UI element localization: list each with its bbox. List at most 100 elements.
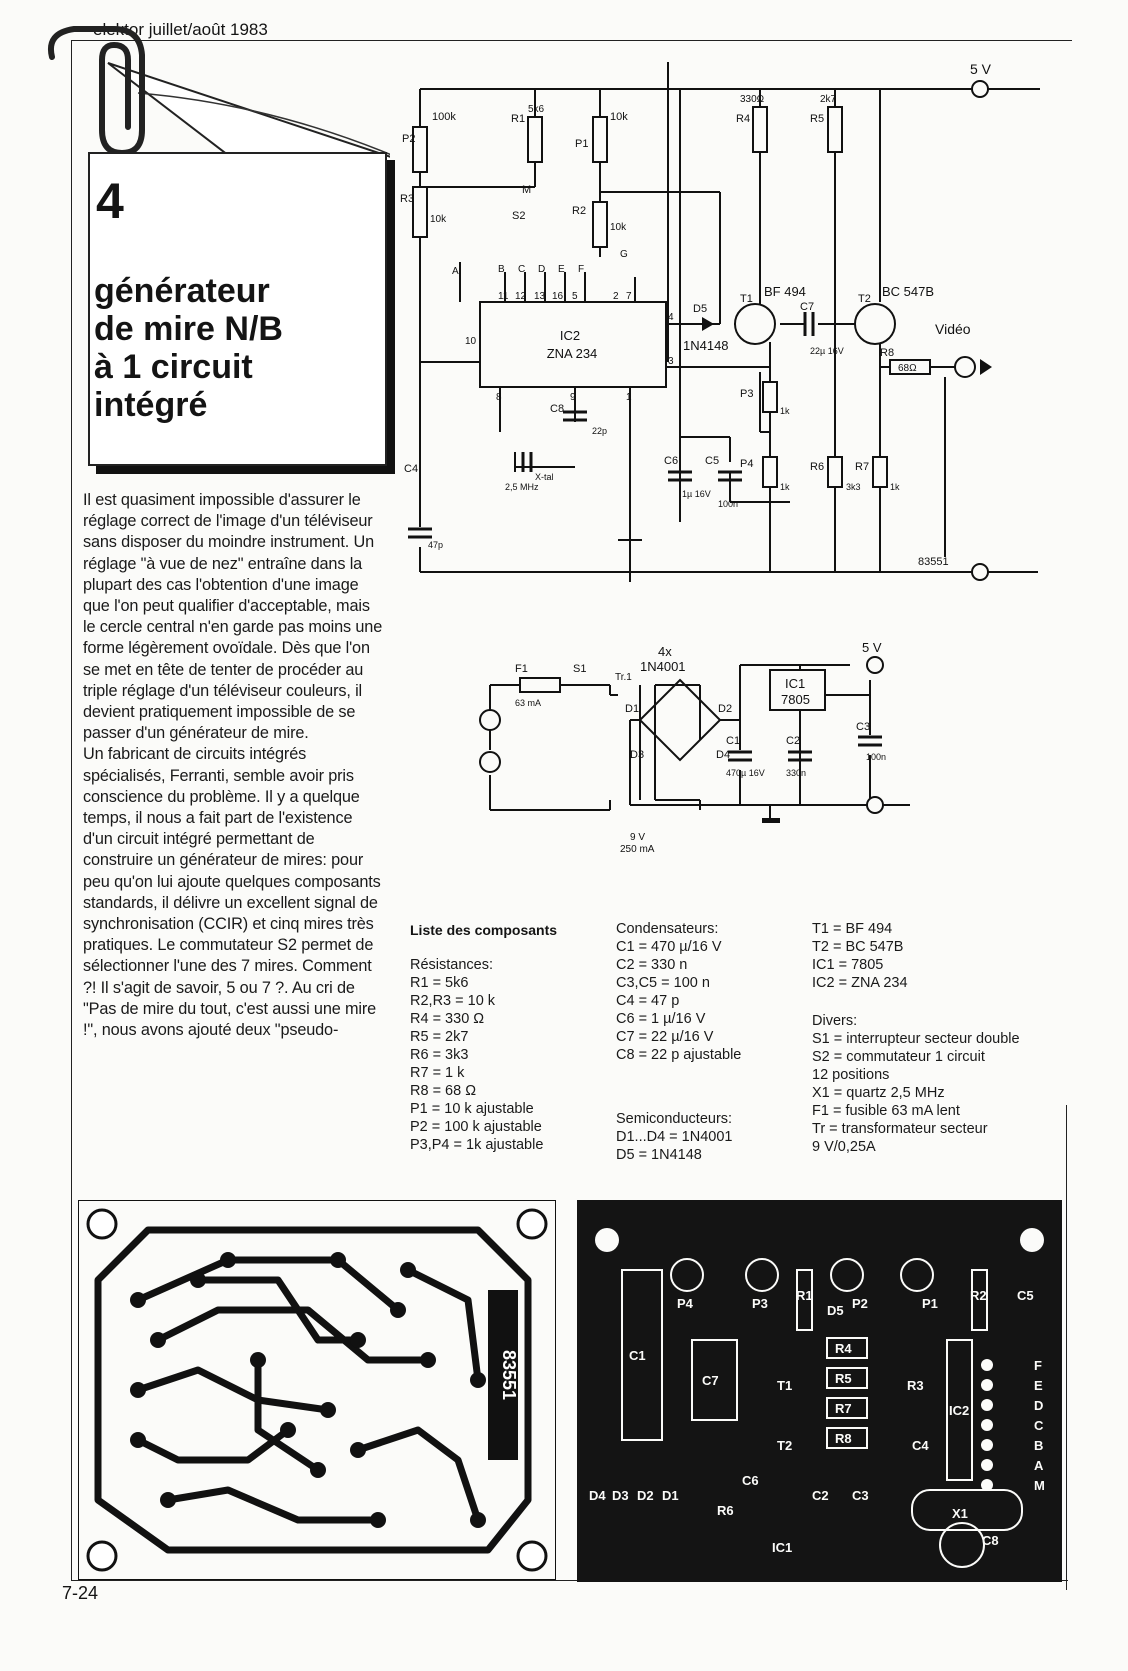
pcb-label-c1: C1: [629, 1348, 646, 1363]
pcb-component-layout: P4 P3 P2 P1 R1 R2 D5 C5 C1 C7 T1 T2 R4 R…: [577, 1200, 1062, 1582]
article-title-line-3: à 1 circuit: [94, 348, 253, 386]
r6-ref: R6: [810, 461, 824, 473]
ic1-type: 7805: [781, 692, 810, 707]
pcb-label-r6: R6: [717, 1503, 734, 1518]
video-output-jack-icon: [954, 356, 976, 378]
c7-value: 22µ 16V: [810, 346, 844, 356]
transistor-t1-icon: [734, 303, 776, 345]
pin-5: 5: [572, 291, 578, 302]
left-margin-rule: [71, 40, 72, 1580]
pin-1: 1: [626, 392, 632, 403]
pcb-label-r8: R8: [835, 1431, 852, 1446]
s2-ref: S2: [512, 210, 525, 222]
parts-col-semiconductors: Semiconducteurs: D1...D4 = 1N4001 D5 = 1…: [616, 1110, 732, 1164]
p4-ref: P4: [740, 458, 753, 470]
parts-line: R8 = 68 Ω: [410, 1083, 477, 1099]
pcb-label-d3: D3: [612, 1488, 629, 1503]
pcb-label-c7: C7: [702, 1373, 719, 1388]
parts-line: R4 = 330 Ω: [410, 1011, 485, 1027]
pcb-label-r7: R7: [835, 1401, 852, 1416]
pcb-switch-e: E: [1034, 1378, 1043, 1393]
p1-value: 10k: [610, 111, 628, 123]
d5-value: 1N4148: [683, 338, 729, 353]
f1-value: 63 mA: [515, 698, 541, 708]
pcb-label-c4: C4: [912, 1438, 929, 1453]
c3-ref: C3: [856, 721, 870, 733]
parts-line: IC1 = 7805: [812, 957, 884, 973]
parts-line: S2 = commutateur 1 circuit: [812, 1049, 985, 1065]
fold-crease: [137, 92, 390, 156]
parts-line: C8 = 22 p ajustable: [616, 1047, 742, 1063]
pcb-switch-m: M: [1034, 1478, 1045, 1493]
right-margin-rule: [1066, 1105, 1067, 1590]
pcb-label-p3: P3: [752, 1296, 768, 1311]
parts-line: S1 = interrupteur secteur double: [812, 1031, 1020, 1047]
pcb-switch-c: C: [1034, 1418, 1044, 1433]
c6-value: 1µ 16V: [682, 489, 711, 499]
article-body: Il est quasiment impossible d'assurer le…: [83, 490, 383, 1041]
r8-value: 68Ω: [898, 363, 917, 374]
c6-ref: C6: [664, 455, 678, 467]
parts-line: Résistances:: [410, 957, 494, 973]
article-title-line-4: intégré: [94, 386, 208, 424]
pcb-switch-f: F: [1034, 1358, 1042, 1373]
pin-3: 3: [668, 356, 674, 367]
r7-value: 1k: [890, 482, 900, 492]
r5-value: 2k7: [820, 94, 837, 105]
ic2-label: IC2: [560, 328, 580, 343]
ic1-label: IC1: [785, 676, 805, 691]
pcb-label-d1: D1: [662, 1488, 679, 1503]
parts-line: 12 positions: [812, 1067, 890, 1083]
supply-terminal-icon: [866, 656, 884, 674]
switch-pos-d: D: [538, 264, 545, 275]
pin-13: 13: [534, 291, 546, 302]
switch-pos-c: C: [518, 264, 525, 275]
mount-hole-icon: [516, 1540, 548, 1572]
pcb-label-p2: P2: [852, 1296, 868, 1311]
pin-10: 10: [465, 336, 477, 347]
p3-value: 1k: [780, 406, 790, 416]
supply-label: 5 V: [970, 62, 992, 77]
r5-ref: R5: [810, 113, 824, 125]
pcb-label-t1: T1: [777, 1378, 792, 1393]
bridge-type: 1N4001: [640, 659, 686, 674]
pcb-switch-b: B: [1034, 1438, 1043, 1453]
header-rule: [72, 40, 1072, 41]
switch-pos-m: M: [522, 184, 531, 196]
paperclip-icon: [48, 26, 145, 157]
r2-ref: R2: [572, 205, 586, 217]
pin-8: 8: [496, 392, 502, 403]
pcb-switch-d: D: [1034, 1398, 1043, 1413]
parts-line: R7 = 1 k: [410, 1065, 465, 1081]
r1-ref: R1: [511, 113, 525, 125]
xtal-value: 2,5 MHz: [505, 482, 539, 492]
pcb-label-p4: P4: [677, 1296, 694, 1311]
parts-line: P3,P4 = 1k ajustable: [410, 1137, 544, 1153]
diode-d5-icon: [702, 317, 714, 331]
body-paragraph-1: Il est quasiment impossible d'assurer le…: [83, 491, 383, 743]
pcb-label-r3: R3: [907, 1378, 924, 1393]
parts-line: C1 = 470 µ/16 V: [616, 939, 722, 955]
pin-16: 16: [552, 291, 564, 302]
parts-line: D5 = 1N4148: [616, 1147, 702, 1163]
t1-value: BF 494: [764, 284, 806, 299]
pin-12: 12: [515, 291, 527, 302]
pcb-label-c6: C6: [742, 1473, 759, 1488]
c5-value: 100n: [718, 499, 738, 509]
parts-line: R2,R3 = 10 k: [410, 993, 496, 1009]
parts-line: C2 = 330 n: [616, 957, 688, 973]
regulator-ic1-icon: [769, 669, 826, 711]
c3-value: 100n: [866, 752, 886, 762]
t2-ref: T2: [858, 293, 871, 305]
pcb-label-c8: C8: [982, 1533, 999, 1548]
output-arrow-icon: [980, 359, 992, 375]
pcb-label-t2: T2: [777, 1438, 792, 1453]
c1-value: 470µ 16V: [726, 768, 765, 778]
schematic-ref: 83551: [918, 556, 949, 568]
transformer-label: Tr.1: [615, 672, 632, 683]
r1-value: 5k6: [528, 104, 545, 115]
pcb-label-c2: C2: [812, 1488, 829, 1503]
xtal-ref: X-tal: [535, 472, 554, 482]
c8-ref: C8: [550, 403, 564, 415]
parts-line: R5 = 2k7: [410, 1029, 469, 1045]
